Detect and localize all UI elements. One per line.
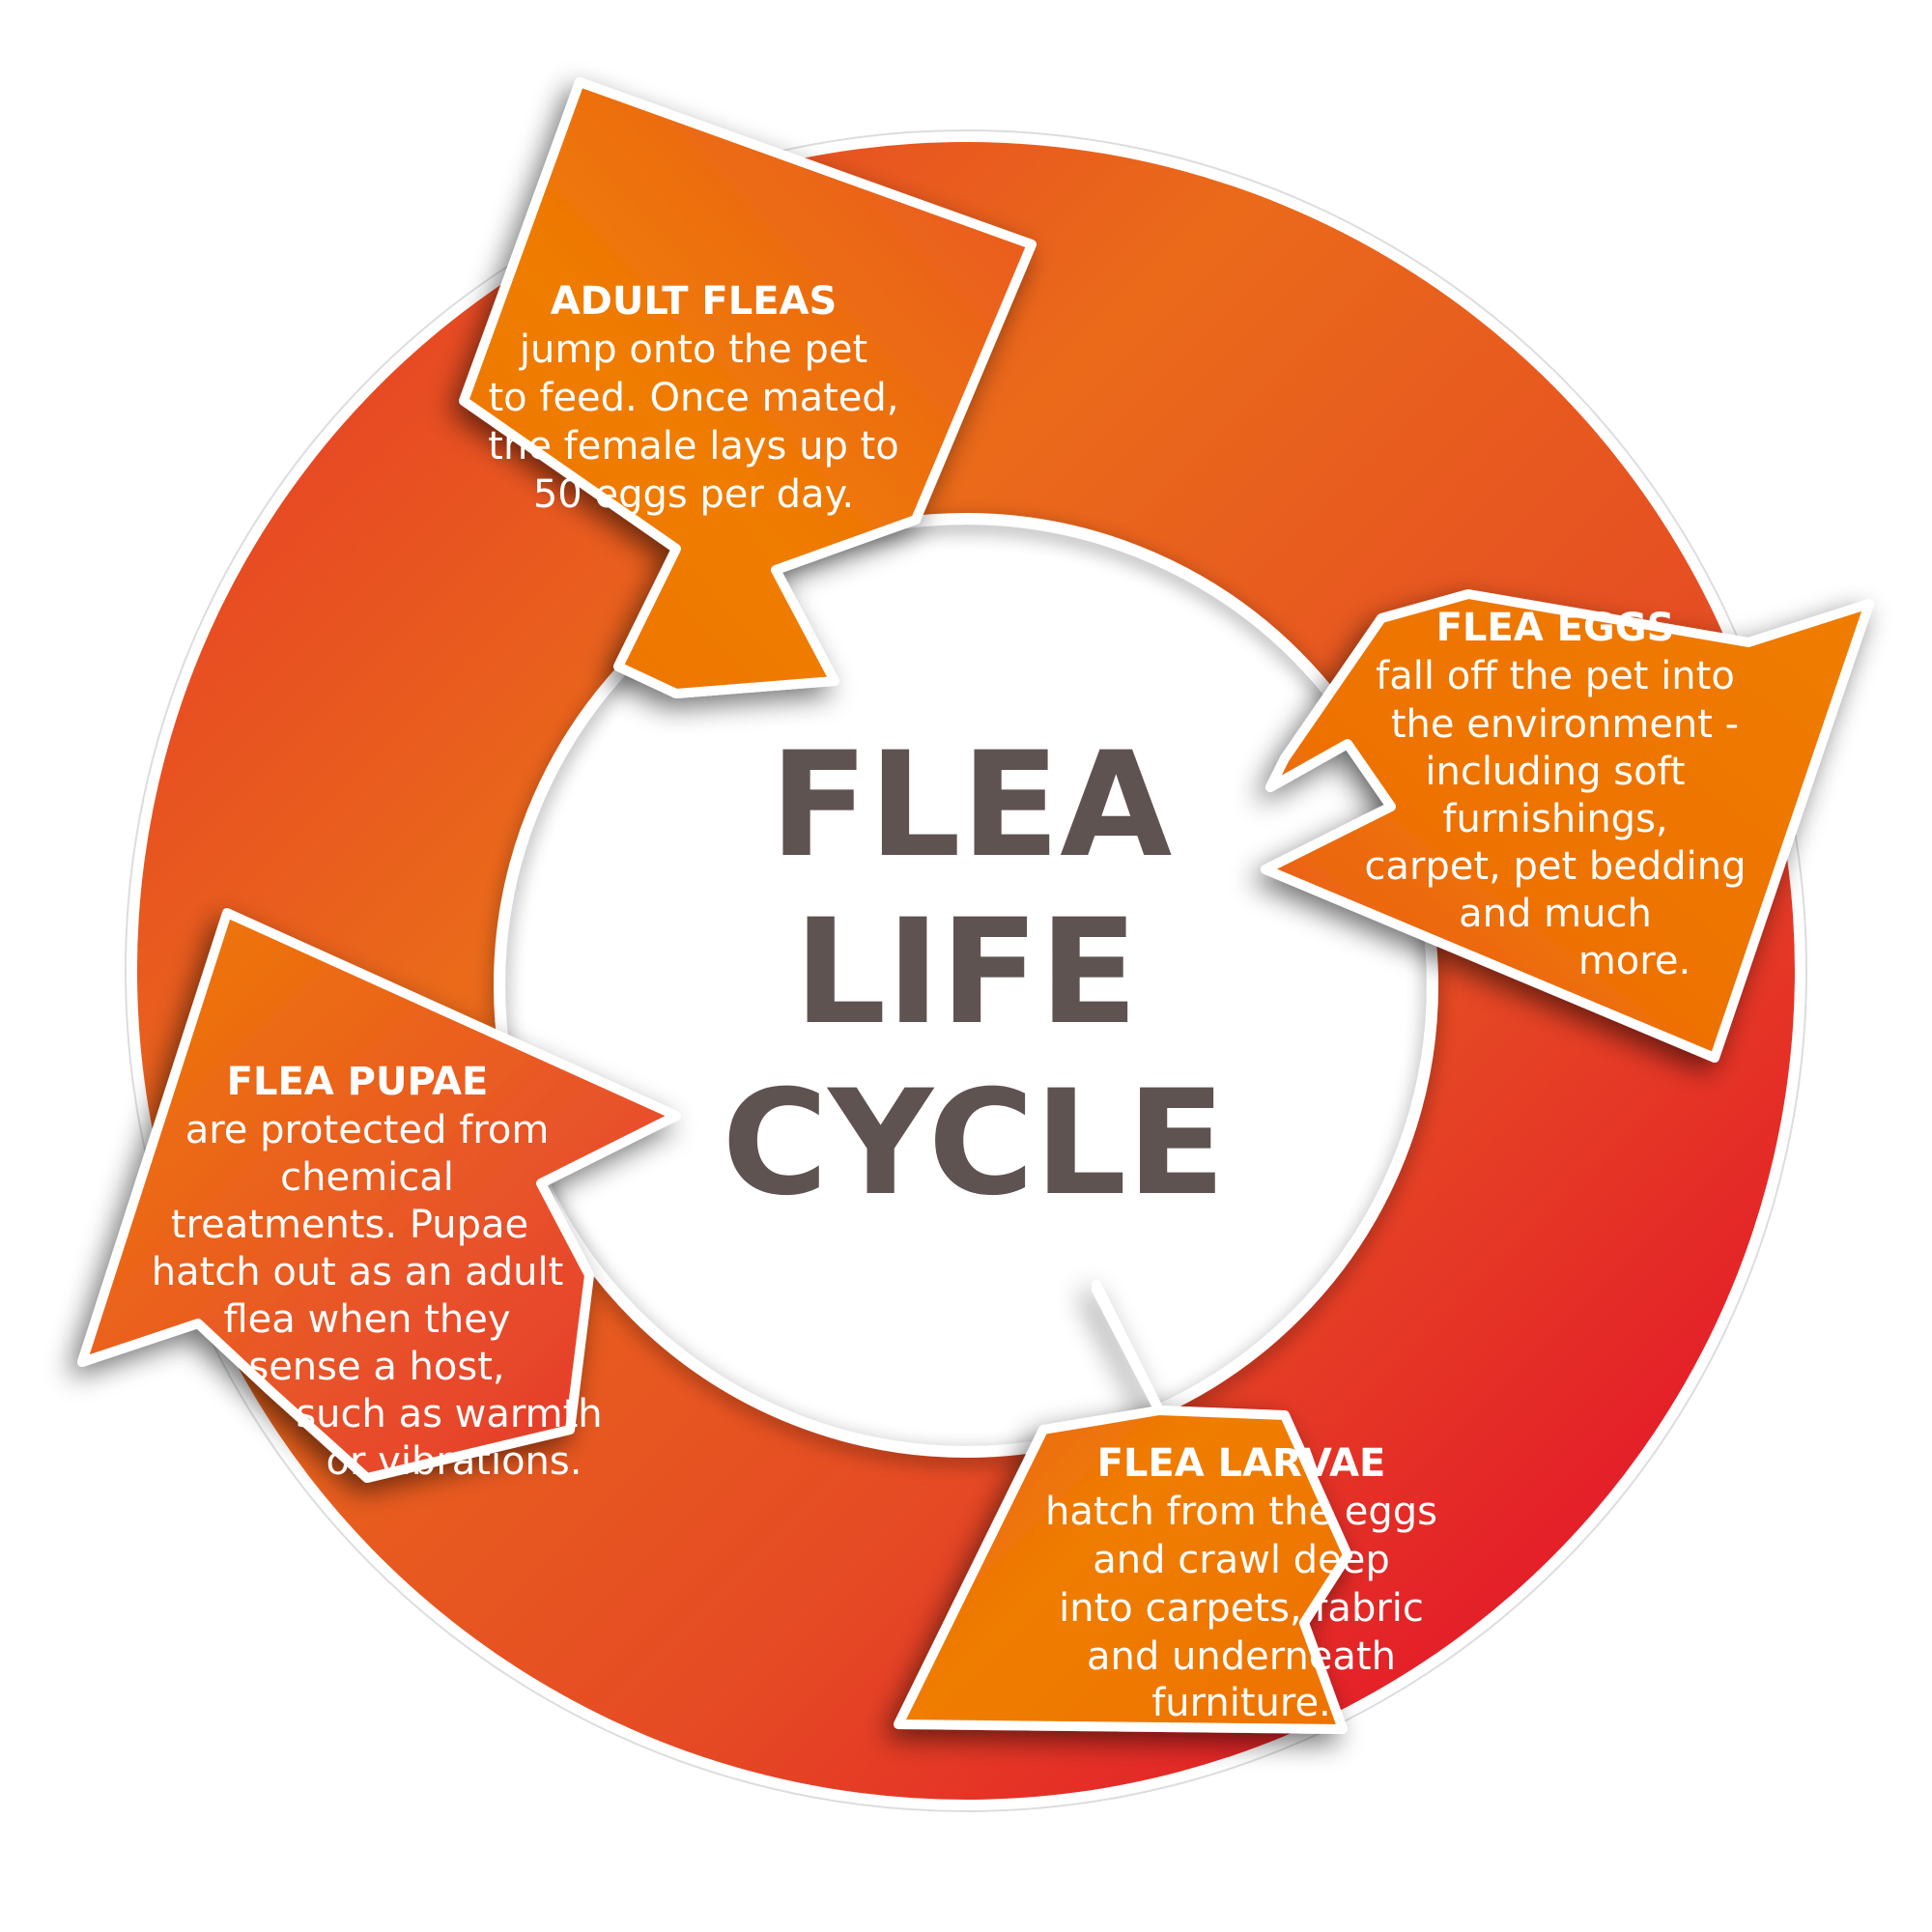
ring-inner-edge [494,513,1438,1458]
stage-heading: ADULT FLEAS [551,279,838,324]
stage-line: such as warmth [296,1392,602,1436]
title-line-1: FLEA [770,722,1173,890]
stage-line: the female lays up to [488,424,898,469]
stage-line: flea when they [223,1297,510,1342]
stage-line: furniture. [1151,1681,1331,1725]
center-title: FLEA LIFE CYCLE [722,722,1225,1228]
stage-line: furnishings, [1442,797,1667,841]
arrow-adult-fleas [459,77,1037,698]
arrow-flea-larvae [894,1280,1352,1734]
stage-line: chemical [280,1155,454,1200]
stage-adult-fleas: ADULT FLEAS jump onto the pet to feed. O… [488,279,898,517]
title-line-3: CYCLE [722,1060,1225,1228]
stage-line: treatments. Pupae [171,1203,528,1247]
stage-line: to feed. Once mated, [488,376,898,420]
stage-line: into carpets, fabric [1059,1586,1424,1631]
stage-line: and underneath [1087,1634,1396,1679]
stage-line: jump onto the pet [519,327,867,372]
stage-line: 50 eggs per day. [533,472,854,517]
title-line-2: LIFE [794,889,1138,1057]
stage-line: hatch out as an adult [152,1250,564,1294]
stage-line: sense a host, [248,1345,504,1389]
stage-line: are protected from [185,1108,550,1152]
stage-line: or vibrations. [327,1439,582,1484]
stage-line: more. [1578,939,1690,983]
stage-line: hatch from the eggs [1045,1490,1437,1534]
arrow-flea-eggs [1261,589,1874,1063]
stage-heading: FLEA LARVAE [1097,1441,1386,1486]
stage-line: and crawl deep [1093,1538,1389,1582]
stage-flea-eggs: FLEA EGGS fall off the pet into the envi… [1364,606,1746,983]
stage-line: fall off the pet into [1376,654,1735,698]
stage-flea-pupae: FLEA PUPAE are protected from chemical t… [152,1060,603,1484]
stage-line: the environment - [1391,702,1739,747]
arrow-flea-pupae [77,908,681,1483]
stage-heading: FLEA PUPAE [227,1060,489,1104]
stage-line: carpet, pet bedding [1364,844,1746,889]
stage-line: and much [1459,892,1652,936]
stage-line: including soft [1425,750,1685,794]
stage-heading: FLEA EGGS [1436,606,1675,650]
stage-flea-larvae: FLEA LARVAE hatch from the eggs and craw… [1045,1441,1437,1725]
